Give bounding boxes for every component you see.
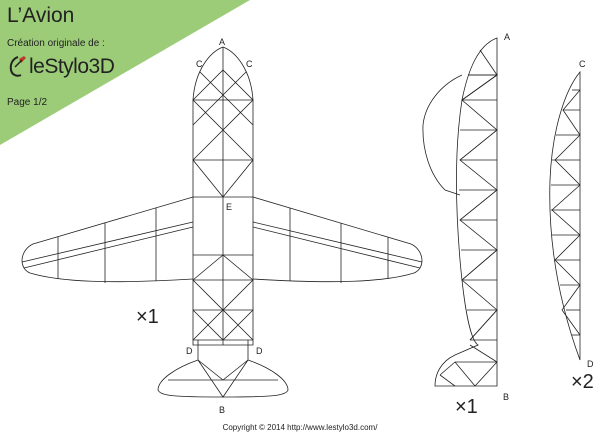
- logo-text: leStylo3D: [29, 55, 115, 78]
- label-c-right: C: [246, 59, 253, 69]
- label-c-left: C: [196, 59, 203, 69]
- brand-logo: leStylo3D: [8, 54, 115, 80]
- side-multiplier: ×1: [455, 396, 478, 418]
- piece-label-d: D: [587, 359, 594, 369]
- copyright-footer: Copyright © 2014 http://www.lestylo3d.co…: [222, 423, 378, 432]
- plane-top-view: [21, 46, 423, 398]
- label-e: E: [226, 202, 232, 212]
- author-caption: Création originale de :: [7, 38, 105, 49]
- right-wing: [252, 196, 423, 283]
- tail-plane: [157, 340, 289, 398]
- fuselage-side-piece: [422, 37, 499, 387]
- piece-label-c: C: [579, 59, 586, 69]
- page-number: Page 1/2: [7, 97, 48, 108]
- label-b: B: [219, 405, 225, 415]
- page-title: L’Avion: [7, 4, 75, 27]
- label-d-left: D: [186, 346, 193, 356]
- side-label-a: A: [504, 32, 510, 42]
- piece-c-d: [549, 70, 581, 361]
- label-a: A: [219, 37, 225, 47]
- plane-multiplier: ×1: [136, 306, 159, 328]
- left-wing: [21, 196, 194, 283]
- piece-multiplier: ×2: [571, 371, 594, 393]
- label-d-right: D: [256, 346, 263, 356]
- pen-logo-icon: [9, 56, 26, 77]
- side-label-b: B: [503, 392, 509, 402]
